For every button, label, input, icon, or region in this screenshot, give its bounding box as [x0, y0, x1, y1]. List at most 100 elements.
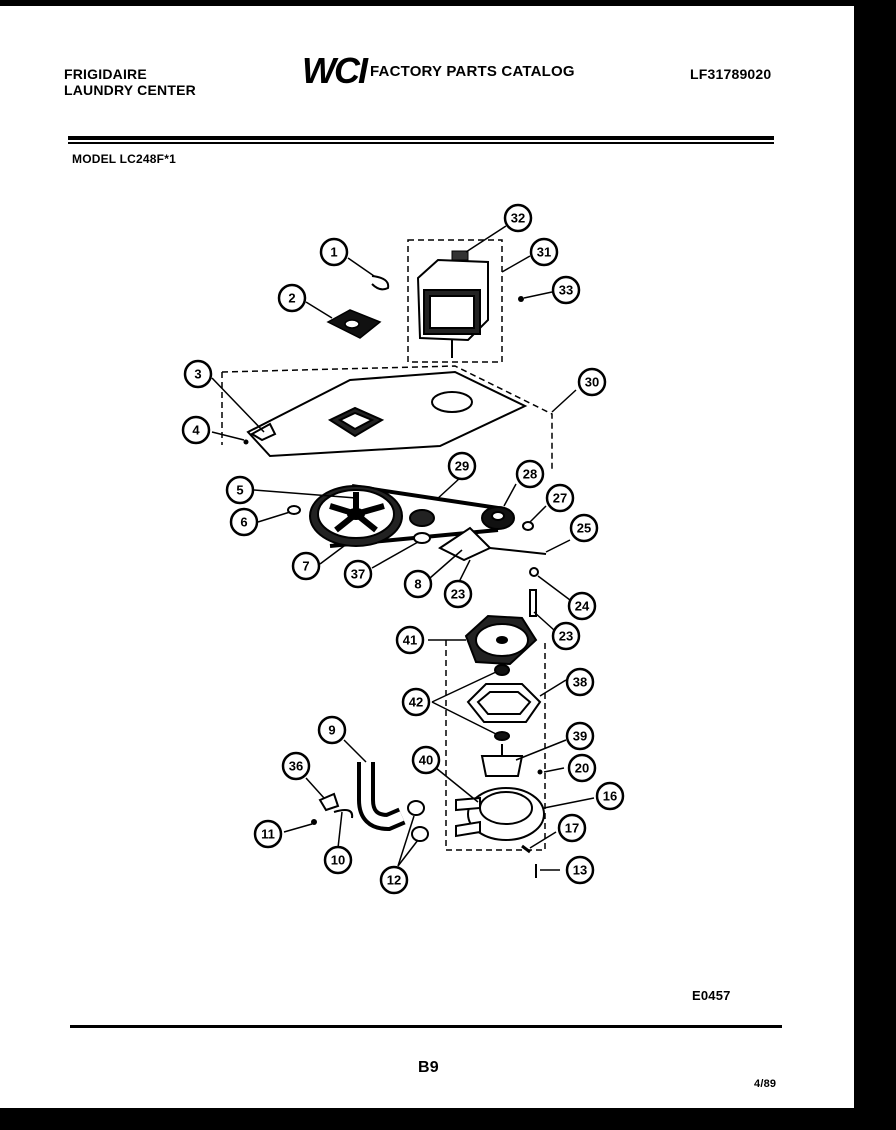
callout-17: 17	[557, 813, 587, 843]
part-20-screw	[537, 769, 543, 775]
callout-38: 38	[565, 667, 595, 697]
callout-41: 41	[395, 625, 425, 655]
callout-circle	[291, 551, 321, 581]
callout-5: 5	[225, 475, 255, 505]
part-24-bolt	[529, 567, 539, 617]
callout-number: 31	[537, 245, 551, 260]
callout-24: 24	[567, 591, 597, 621]
part-17-screw	[521, 844, 531, 854]
callout-10: 10	[323, 845, 353, 875]
callout-39: 39	[565, 721, 595, 751]
part-1-clip	[371, 275, 390, 291]
part-4-screw	[243, 439, 249, 445]
callout-circle	[529, 237, 559, 267]
part-39-impeller	[480, 744, 524, 777]
part-29-pulley-large	[309, 485, 403, 547]
callout-number: 6	[240, 515, 247, 530]
brand-name: FRIGIDAIRE	[64, 66, 147, 82]
callout-circle	[411, 745, 441, 775]
callout-33: 33	[551, 275, 581, 305]
scan-border-top	[0, 0, 896, 6]
part-12-clamps	[407, 800, 429, 842]
header-rule-thin	[68, 142, 774, 144]
part-number: LF31789020	[690, 66, 772, 82]
part-11-screw	[311, 819, 317, 825]
callout-number: 8	[414, 577, 421, 592]
product-line: LAUNDRY CENTER	[64, 82, 196, 98]
callout-30: 30	[577, 367, 607, 397]
callout-number: 30	[585, 375, 599, 390]
callout-number: 29	[455, 459, 469, 474]
callout-number: 25	[577, 521, 591, 536]
callout-42: 42	[401, 687, 431, 717]
callout-circle	[343, 559, 373, 589]
callout-circle	[277, 283, 307, 313]
part-37-idler	[409, 509, 435, 544]
catalog-title: FACTORY PARTS CATALOG	[370, 63, 575, 80]
callout-1: 1	[319, 237, 349, 267]
callout-20: 20	[567, 753, 597, 783]
callout-number: 32	[511, 211, 525, 226]
diagram-code: E0457	[692, 988, 731, 1003]
callout-23: 23	[443, 579, 473, 609]
callout-number: 28	[523, 467, 537, 482]
callout-16: 16	[595, 781, 625, 811]
callout-circle	[443, 579, 473, 609]
part-33-screw	[518, 296, 524, 302]
callout-number: 13	[573, 863, 587, 878]
revision-date: 4/89	[754, 1078, 777, 1090]
callout-11: 11	[253, 819, 283, 849]
part-42-seals	[494, 664, 510, 741]
scan-border-right	[854, 0, 896, 1130]
callout-28: 28	[515, 459, 545, 489]
callout-number: 41	[403, 633, 417, 648]
callout-circle	[565, 667, 595, 697]
callout-circle	[379, 865, 409, 895]
callout-circle	[403, 569, 433, 599]
callout-9: 9	[317, 715, 347, 745]
callout-number: 17	[565, 821, 579, 836]
callout-circle	[317, 715, 347, 745]
wci-logo: WCI	[302, 50, 368, 91]
callout-circle	[229, 507, 259, 537]
callout-23: 23	[551, 621, 581, 651]
callout-circle	[323, 845, 353, 875]
callout-circle	[551, 621, 581, 651]
callout-circle	[183, 359, 213, 389]
callout-group: 1234567891011121316172023232425272829303…	[181, 203, 625, 895]
part-31-motor	[416, 258, 489, 358]
callout-number: 1	[330, 245, 337, 260]
callout-number: 12	[387, 873, 401, 888]
callout-number: 11	[261, 827, 275, 842]
callout-circle	[395, 625, 425, 655]
callout-number: 2	[288, 291, 295, 306]
callout-7: 7	[291, 551, 321, 581]
callout-circle	[181, 415, 211, 445]
callout-2: 2	[277, 283, 307, 313]
callout-circle	[503, 203, 533, 233]
callout-27: 27	[545, 483, 575, 513]
part-16-pump-housing	[455, 787, 545, 841]
pump-group-box	[445, 640, 546, 851]
part-2-capacitor	[326, 309, 382, 339]
part-32-tab	[451, 250, 469, 261]
callout-circle	[595, 781, 625, 811]
callout-12: 12	[379, 865, 409, 895]
part-41-pump-pulley	[464, 614, 538, 666]
callout-number: 7	[302, 559, 309, 574]
callout-31: 31	[529, 237, 559, 267]
callout-40: 40	[411, 745, 441, 775]
callout-circle	[515, 459, 545, 489]
callout-circle	[557, 813, 587, 843]
callout-6: 6	[229, 507, 259, 537]
callout-circle	[545, 483, 575, 513]
callout-circle	[253, 819, 283, 849]
part-38-gasket	[466, 683, 542, 723]
page-number: B9	[418, 1059, 439, 1076]
model-label: MODEL LC248F*1	[72, 152, 176, 166]
motor-group-box	[407, 239, 503, 363]
part-36-bracket	[318, 792, 340, 812]
callout-number: 5	[236, 483, 243, 498]
callout-number: 42	[409, 695, 423, 710]
